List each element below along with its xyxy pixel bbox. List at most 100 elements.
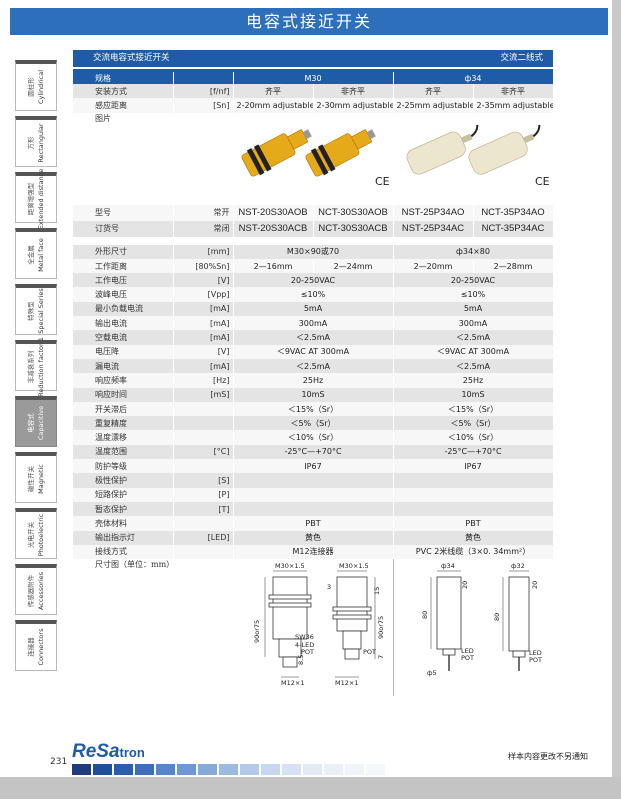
spec-row: 暂态保护[T]: [73, 501, 554, 517]
spec-d34: IP67: [393, 459, 554, 474]
drawing-label: 尺寸图（单位：mm）: [73, 559, 174, 697]
model-value: NCT-30S30AOB: [313, 204, 394, 221]
svg-text:8.5: 8.5: [297, 655, 305, 665]
spec-label: 输出电流: [73, 316, 174, 331]
sidebar-tab-cn: 电容式: [27, 413, 35, 433]
sidebar-tab-cn: 全金属: [27, 245, 35, 265]
work-dist-value: 2—28mm: [473, 258, 554, 274]
page-title: 电容式接近开关: [10, 8, 608, 35]
svg-text:M30×1.5: M30×1.5: [339, 562, 369, 570]
spec-m30: 300mA: [233, 316, 394, 331]
svg-text:3: 3: [327, 583, 331, 591]
ce-mark-m30: CE: [375, 175, 390, 188]
svg-text:M12×1: M12×1: [335, 679, 358, 687]
work-dist-value: 2—20mm: [393, 258, 474, 274]
sidebar-tab-cn: 圆柱形: [27, 77, 35, 97]
brand-logo-main: ReSa: [72, 741, 120, 762]
spec-unit: [V]: [173, 273, 234, 288]
spec-label: 安装方式: [73, 84, 174, 99]
brand-logo-suffix: tron: [119, 745, 145, 760]
spec-row: 极性保护[S]: [73, 473, 554, 488]
spec-d34: 20-250VAC: [393, 273, 554, 288]
order-value: NST-20S30ACB: [233, 220, 314, 237]
spec-label: 波峰电压: [73, 287, 174, 302]
spec-d34: ≤10%: [393, 287, 554, 302]
spec-unit: [mA]: [173, 316, 234, 331]
spec-m30: ＜15%（Sr）: [233, 401, 394, 417]
spec-label: 暂态保护: [73, 501, 174, 517]
spec-d34: PBT: [393, 516, 554, 531]
spec-row: 开关滞后＜15%（Sr）＜15%（Sr）: [73, 401, 554, 417]
model-value: NCT-35P34AO: [473, 204, 554, 221]
photo-row: 图片 CE CE: [73, 112, 554, 205]
drawing-unit: [173, 559, 234, 697]
page-footer: 231 ReSatron 样本内容更改不另通知: [50, 739, 610, 775]
spec-header-unit: [173, 72, 234, 84]
svg-text:4-LED: 4-LED: [295, 641, 314, 649]
section-divider: [73, 69, 553, 72]
spec-unit: [LED]: [173, 530, 234, 545]
sidebar-tab-en: Accessories: [37, 571, 45, 611]
spec-header-m30: M30: [233, 72, 394, 84]
spec-label: 壳体材料: [73, 516, 174, 531]
ce-mark-d34: CE: [535, 175, 550, 188]
model-value: NST-20S30AOB: [233, 204, 314, 221]
spec-m30: IP67: [233, 459, 394, 474]
spec-d34: ＜2.5mA: [393, 330, 554, 345]
model-unit: 常开: [173, 204, 234, 221]
spec-unit: [T]: [173, 501, 234, 517]
bottom-frame: [0, 777, 621, 799]
section-header: 交流电容式接近开关 交流二线式: [73, 50, 553, 67]
order-label: 订货号: [73, 220, 174, 237]
spec-label: 感应距离: [73, 98, 174, 113]
model-value: NST-25P34AO: [393, 204, 474, 221]
dims-m30: M30×90或70: [233, 244, 394, 259]
svg-text:7: 7: [377, 655, 385, 659]
svg-text:20: 20: [461, 581, 469, 589]
spec-row: 输出指示灯[LED]黄色黄色: [73, 530, 554, 545]
work-dist-value: 2—24mm: [313, 258, 394, 274]
spec-value: 2-30mm adjustable: [313, 98, 394, 113]
photo-label: 图片: [73, 112, 174, 205]
spec-label: 温度范围: [73, 444, 174, 460]
svg-text:20: 20: [531, 581, 539, 589]
spec-d34: ＜15%（Sr）: [393, 401, 554, 417]
order-value: NCT-30S30ACB: [313, 220, 394, 237]
order-value: NCT-35P34AC: [473, 220, 554, 237]
spec-unit: [173, 416, 234, 431]
sidebar-tab-cn: 距离增强型: [27, 182, 35, 216]
spec-row: 安装方式[f/nf]齐平非齐平齐平非齐平: [73, 84, 554, 99]
spec-m30: 25Hz: [233, 373, 394, 388]
spec-unit: [°C]: [173, 444, 234, 460]
spec-m30: ＜2.5mA: [233, 330, 394, 345]
dims-d34: ф34×80: [393, 244, 554, 259]
spec-unit: [mS]: [173, 387, 234, 402]
spec-m30: ＜9VAC AT 300mA: [233, 344, 394, 359]
spec-label: 防护等级: [73, 459, 174, 474]
sidebar-tab-cn: 特殊型: [27, 301, 35, 321]
spec-m30: 黄色: [233, 530, 394, 545]
svg-text:M30×1.5: M30×1.5: [275, 562, 305, 570]
svg-text:LED: LED: [529, 649, 542, 657]
spec-value: 齐平: [233, 84, 314, 99]
